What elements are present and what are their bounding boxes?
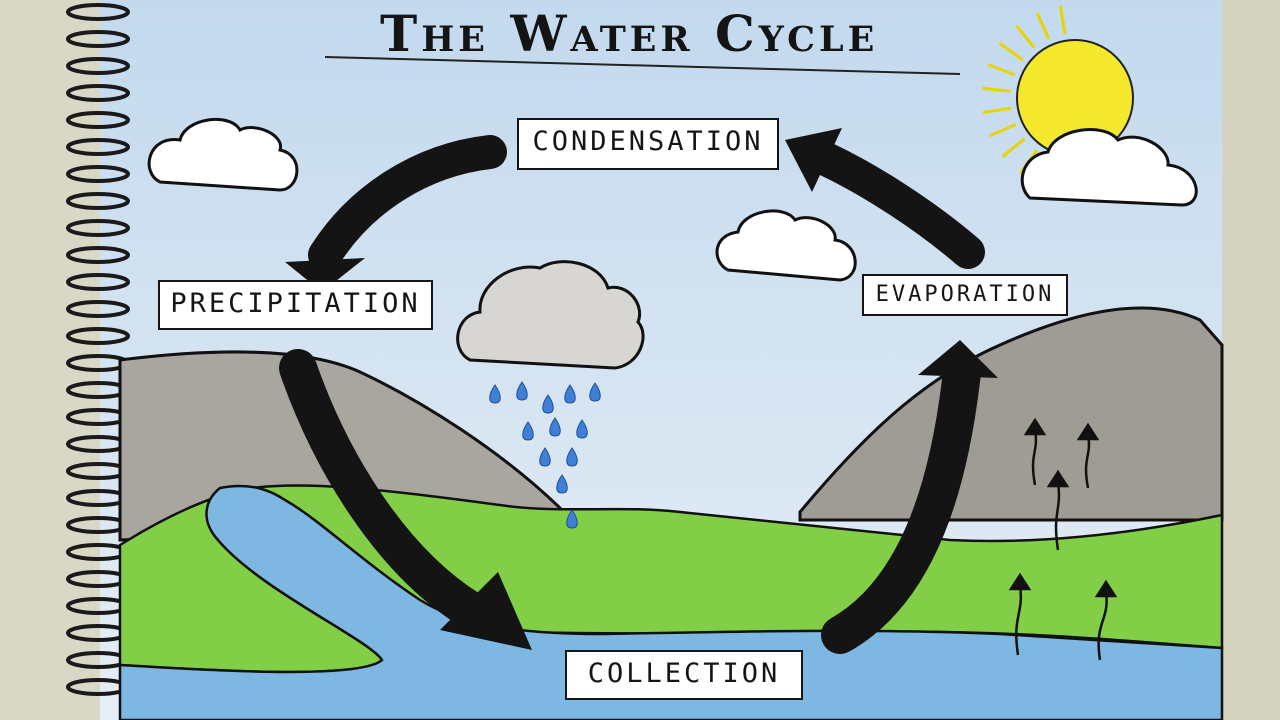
spiral-ring [66,30,130,48]
cloud-icon [147,117,299,192]
rain-drop-icon [516,381,528,401]
vapor-arrow-icon [1008,572,1032,656]
rain-drop-icon [589,382,601,402]
arrow-collection-to-evaporation [821,340,998,654]
spiral-ring [66,300,130,318]
river-and-lake [118,484,1224,720]
rain-drop-icon [566,509,578,529]
vapor-arrow-icon [1094,579,1118,661]
rain-drop-icon [522,421,534,441]
sun-ray [982,86,1011,93]
label-evaporation: EVAPORATION [862,274,1068,316]
rain-drop-icon [576,419,588,439]
vapor-arrow-icon [1046,469,1070,551]
label-condensation: CONDENSATION [517,118,779,170]
evaporation-arrows [1008,417,1118,661]
sun-ray [987,63,1015,76]
spiral-ring [66,3,130,21]
label-precipitation: PRECIPITATION [158,280,433,330]
sun-ray [982,106,1012,114]
spiral-ring [66,246,130,264]
rain-drop-icon [566,447,578,467]
rain-drop-icon [556,474,568,494]
page-edge [1222,0,1280,720]
spiral-ring [66,165,130,183]
cloud-icon [715,209,857,282]
rain-drop-icon [542,394,554,414]
diagram-title: The Water Cycle [380,4,879,63]
spiral-ring [66,57,130,75]
sun-ray [1036,12,1050,40]
title-underline [324,56,961,75]
sun-ray [1059,5,1067,35]
spiral-ring [66,219,130,237]
spiral-ring [66,273,130,291]
vapor-arrow-icon [1023,417,1047,486]
vapor-arrow-icon [1076,422,1100,489]
arrow-precipitation-to-collection [279,349,532,650]
right-mountain [798,306,1224,522]
spiral-ring [66,192,130,210]
sun-ray [989,123,1017,137]
rain-drop-icon [564,384,576,404]
arrow-condensation-to-precipitation [285,135,507,292]
arrow-evaporation-to-condensation [785,128,985,269]
sun-ray [1015,25,1035,49]
spiral-ring [66,84,130,102]
rain-drop-icon [539,447,551,467]
rain-drop-icon [549,417,561,437]
cloud-icon [1020,128,1198,207]
label-collection: COLLECTION [565,650,803,700]
rain-drop-icon [489,384,501,404]
rain-cloud-icon [456,260,645,370]
spiral-ring [66,327,130,345]
rain-drops [489,381,601,529]
spiral-ring [66,111,130,129]
sun-ray [1002,138,1026,158]
sun-ray [999,42,1024,61]
spiral-ring [66,138,130,156]
